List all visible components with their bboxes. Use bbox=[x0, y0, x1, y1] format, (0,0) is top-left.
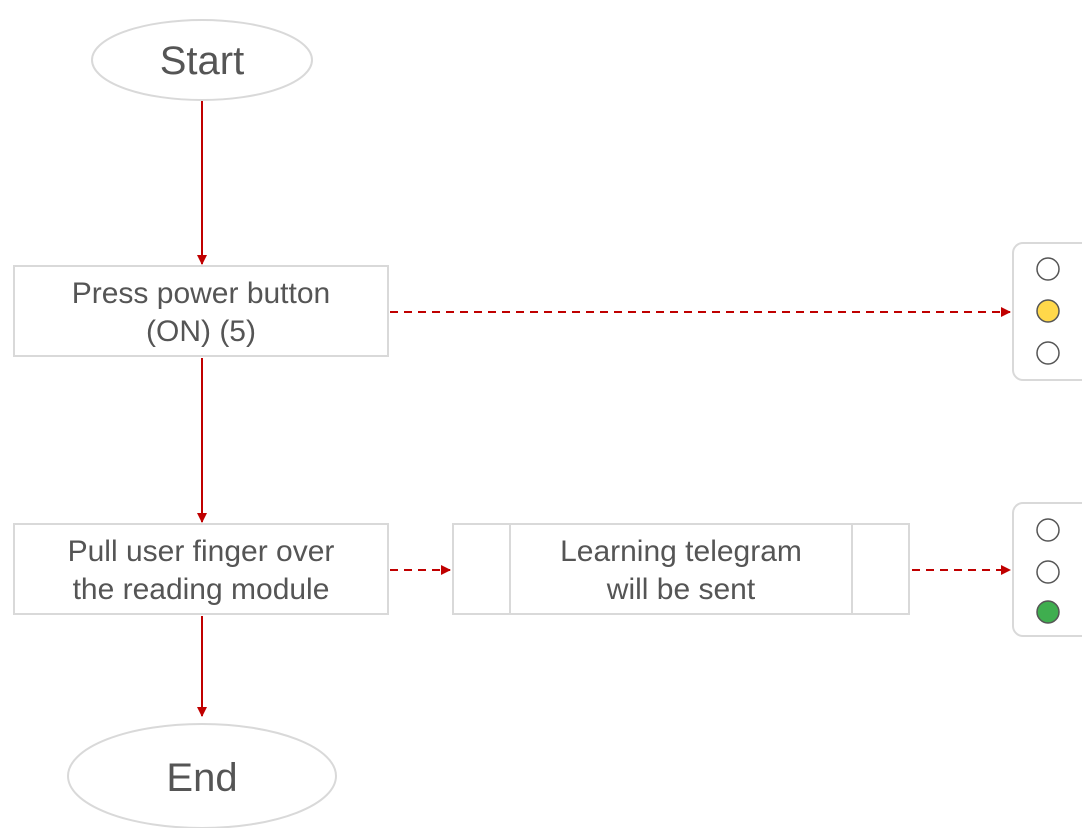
step-pull-finger-line2: the reading module bbox=[73, 573, 330, 606]
led-indicator-1-top bbox=[1036, 257, 1060, 281]
step-pull-finger-line1: Pull user finger over bbox=[68, 535, 335, 568]
process-learning-telegram-box bbox=[452, 523, 910, 615]
end-terminal bbox=[67, 723, 337, 828]
led-indicator-2-bottom bbox=[1036, 600, 1060, 624]
start-label: Start bbox=[160, 39, 244, 83]
led-indicator-1-bottom bbox=[1036, 341, 1060, 365]
end-label: End bbox=[166, 756, 237, 800]
start-terminal bbox=[91, 19, 313, 101]
process-line1: Learning telegram bbox=[560, 535, 802, 568]
process-line2: will be sent bbox=[606, 573, 756, 606]
step-press-power-line2: (ON) (5) bbox=[146, 315, 256, 348]
led-indicator-2-middle bbox=[1036, 560, 1060, 584]
step-press-power-line1: Press power button bbox=[72, 277, 330, 310]
step-press-power-box bbox=[13, 265, 389, 357]
step-pull-finger-box bbox=[13, 523, 389, 615]
led-indicator-2-top bbox=[1036, 518, 1060, 542]
led-indicator-1-middle bbox=[1036, 299, 1060, 323]
